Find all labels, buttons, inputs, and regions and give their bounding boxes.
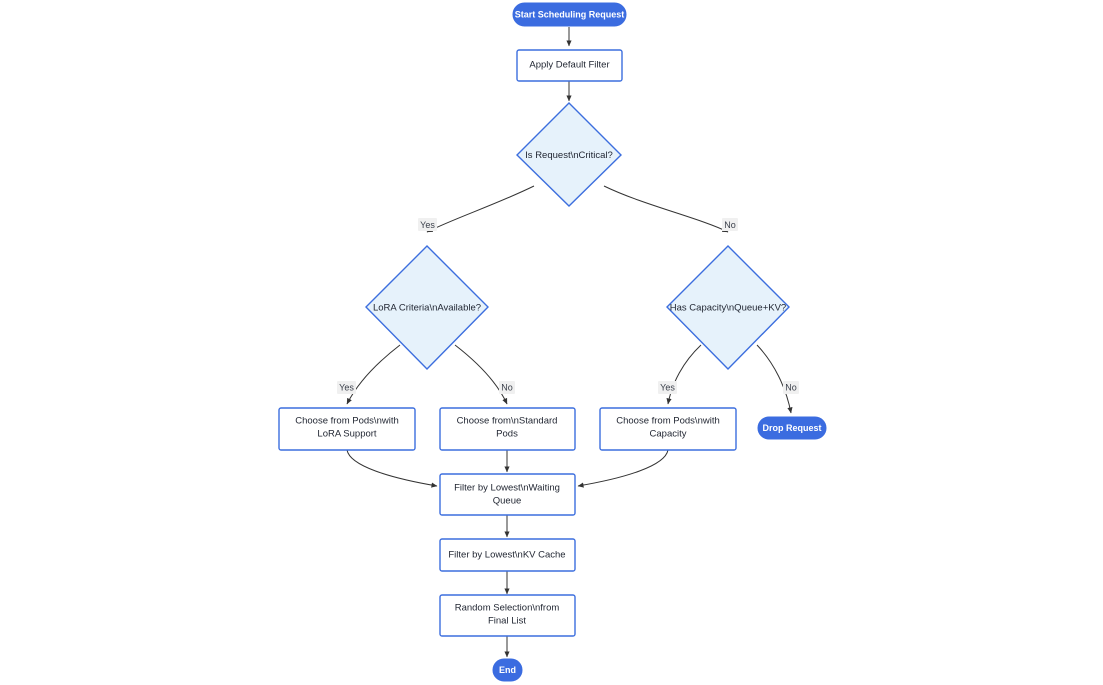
edge-label-capacity-no: No	[783, 381, 799, 394]
edges-layer	[346, 27, 793, 658]
node-choose-lora-pods-label-line2: LoRA Support	[317, 429, 377, 440]
edge-labels-layer: Yes No Yes No Yes No	[337, 218, 799, 394]
node-choose-capacity-pods[interactable]: Choose from Pods\nwith Capacity	[599, 407, 737, 451]
edge-critical-no-to-capacity	[603, 185, 729, 233]
node-filter-waiting-queue[interactable]: Filter by Lowest\nWaiting Queue	[439, 473, 576, 516]
node-filter-waiting-queue-label-line1: Filter by Lowest\nWaiting	[454, 483, 560, 494]
node-apply-default-filter-label: Apply Default Filter	[529, 60, 609, 71]
edge-capacity-no-to-drop-request	[756, 344, 793, 414]
edge-label-lora-no: No	[499, 381, 515, 394]
node-apply-default-filter[interactable]: Apply Default Filter	[516, 49, 623, 82]
edge-label-lora-no-text: No	[501, 382, 513, 392]
edge-label-lora-yes: Yes	[337, 381, 356, 394]
node-lora-criteria-available[interactable]: LoRA Criteria\nAvailable?	[365, 245, 489, 370]
node-end-label: End	[499, 665, 516, 675]
node-start[interactable]: Start Scheduling Request	[512, 2, 627, 27]
node-choose-standard-pods-label-line1: Choose from\nStandard	[457, 416, 558, 427]
node-choose-capacity-pods-label-line2: Capacity	[650, 429, 687, 440]
edge-label-critical-no: No	[722, 218, 738, 231]
edge-choose-lora-to-filter-queue	[346, 449, 438, 488]
node-choose-standard-pods[interactable]: Choose from\nStandard Pods	[439, 407, 576, 451]
edge-lora-no-to-choose-standard	[454, 344, 508, 405]
node-choose-lora-pods[interactable]: Choose from Pods\nwith LoRA Support	[278, 407, 416, 451]
node-choose-capacity-pods-label-line1: Choose from Pods\nwith	[616, 416, 720, 427]
node-filter-kv-cache[interactable]: Filter by Lowest\nKV Cache	[439, 538, 576, 572]
node-start-label: Start Scheduling Request	[515, 9, 625, 19]
edge-label-capacity-yes-text: Yes	[660, 382, 675, 392]
node-filter-kv-cache-label: Filter by Lowest\nKV Cache	[448, 550, 565, 561]
node-is-request-critical-label: Is Request\nCritical?	[525, 150, 613, 161]
nodes-layer: Start Scheduling Request Apply Default F…	[278, 2, 827, 682]
edge-label-critical-yes: Yes	[418, 218, 437, 231]
edge-critical-yes-to-lora	[426, 185, 535, 233]
node-choose-standard-pods-label-line2: Pods	[496, 429, 518, 440]
edge-label-lora-yes-text: Yes	[339, 382, 354, 392]
node-random-selection-label-line1: Random Selection\nfrom	[455, 603, 560, 614]
edge-label-critical-no-text: No	[724, 220, 736, 230]
node-end[interactable]: End	[492, 658, 523, 682]
node-has-capacity-label: Has Capacity\nQueue+KV?	[670, 303, 786, 314]
node-is-request-critical[interactable]: Is Request\nCritical?	[516, 102, 622, 207]
edge-label-critical-yes-text: Yes	[420, 220, 435, 230]
node-drop-request-label: Drop Request	[762, 423, 821, 433]
node-lora-criteria-available-label: LoRA Criteria\nAvailable?	[373, 303, 481, 314]
edge-capacity-yes-to-choose-capacity	[666, 344, 702, 405]
node-random-selection-label-line2: Final List	[488, 616, 526, 627]
node-drop-request[interactable]: Drop Request	[757, 416, 827, 440]
edge-label-capacity-no-text: No	[785, 382, 797, 392]
edge-lora-yes-to-choose-lora	[346, 344, 401, 405]
edge-choose-capacity-to-filter-queue	[577, 449, 669, 488]
node-random-selection[interactable]: Random Selection\nfrom Final List	[439, 594, 576, 637]
edge-label-capacity-yes: Yes	[658, 381, 677, 394]
node-filter-waiting-queue-label-line2: Queue	[493, 496, 522, 507]
node-has-capacity[interactable]: Has Capacity\nQueue+KV?	[666, 245, 790, 370]
node-choose-lora-pods-label-line1: Choose from Pods\nwith	[295, 416, 399, 427]
